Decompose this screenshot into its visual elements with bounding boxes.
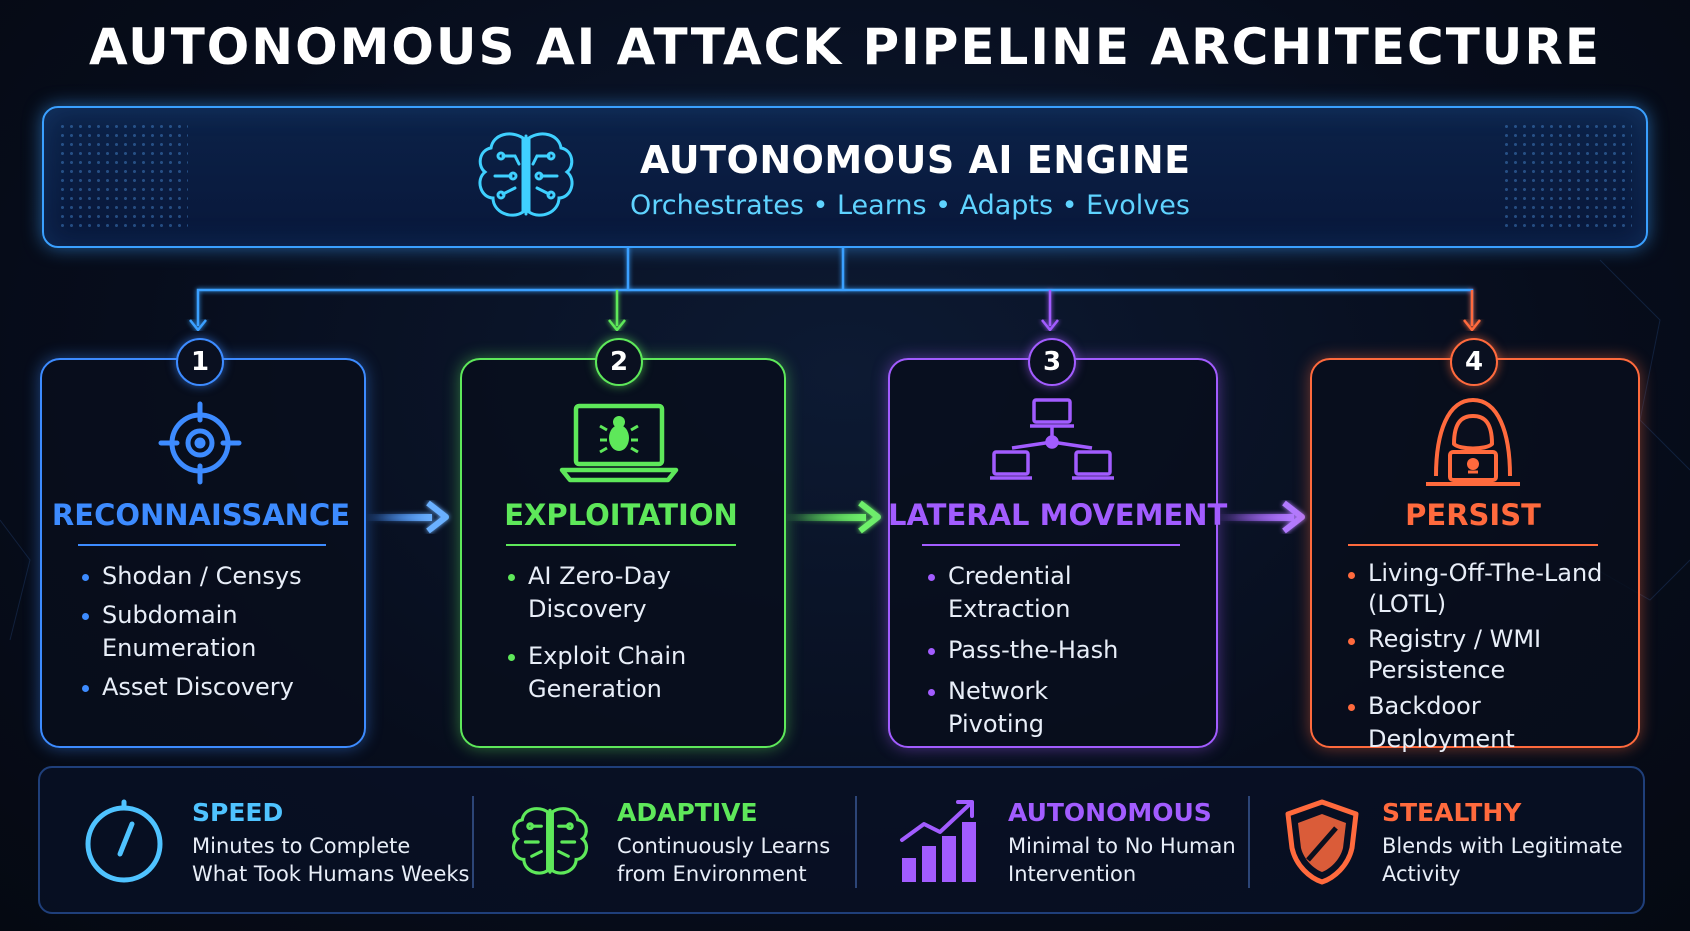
stage-number-badge: 2 (595, 338, 643, 386)
list-item: Asset Discovery (80, 671, 350, 704)
list-item: Backdoor Deployment (1346, 690, 1626, 756)
list-item: Living-Off-The-Land (LOTL) (1346, 558, 1618, 620)
list-item: AI Zero-Day Discovery (506, 560, 706, 626)
divider (472, 796, 474, 888)
laptop-bug-icon (558, 400, 680, 491)
feature-title: STEALTHY (1382, 798, 1522, 827)
stage-title: EXPLOITATION (504, 498, 738, 532)
list-item: Pass-the-Hash (926, 634, 1146, 667)
stopwatch-icon (80, 796, 168, 891)
dot-grid-decoration (58, 122, 188, 232)
title-divider (506, 544, 736, 546)
title-divider (78, 544, 326, 546)
list-item: Shodan / Censys (80, 560, 350, 593)
title-divider (1348, 544, 1598, 546)
brain-circuit-icon (473, 126, 579, 231)
divider (1248, 796, 1250, 888)
hooded-hacker-icon (1420, 392, 1526, 493)
stage-title: PERSIST (1405, 498, 1541, 532)
list-item: Subdomain Enumeration (80, 599, 292, 665)
list-item: Credential Extraction (926, 560, 1088, 626)
stage-number-badge: 3 (1028, 338, 1076, 386)
ai-engine-panel (42, 106, 1648, 248)
bar-chart-trend-icon (898, 796, 984, 891)
feature-title: AUTONOMOUS (1008, 798, 1212, 827)
feature-bar (38, 766, 1645, 914)
stage-number-badge: 4 (1450, 338, 1498, 386)
engine-title: AUTONOMOUS AI ENGINE (640, 138, 1191, 182)
brain-circuit-icon (508, 800, 592, 889)
stage-bullet-list: Credential Extraction Pass-the-Hash Netw… (926, 560, 1146, 741)
stage-title: RECONNAISSANCE (51, 498, 351, 532)
divider (855, 796, 857, 888)
list-item: Registry / WMI Persistence (1346, 624, 1568, 686)
network-computers-icon (990, 396, 1114, 491)
engine-subtitle: Orchestrates • Learns • Adapts • Evolves (630, 190, 1190, 221)
crosshair-target-icon (155, 398, 245, 493)
stage-title: LATERAL MOVEMENT (888, 498, 1228, 532)
title-divider (922, 544, 1180, 546)
dot-grid-decoration (1502, 122, 1632, 232)
stage-bullet-list: Shodan / Censys Subdomain Enumeration As… (80, 560, 350, 704)
feature-title: SPEED (192, 798, 284, 827)
feature-title: ADAPTIVE (617, 798, 758, 827)
stage-bullet-list: Living-Off-The-Land (LOTL) Registry / WM… (1346, 558, 1626, 756)
list-item: Network Pivoting (926, 675, 1146, 741)
shield-slash-icon (1284, 798, 1360, 891)
stage-bullet-list: AI Zero-Day Discovery Exploit Chain Gene… (506, 560, 706, 706)
page-title: AUTONOMOUS AI ATTACK PIPELINE ARCHITECTU… (88, 18, 1602, 76)
stage-number-badge: 1 (176, 338, 224, 386)
list-item: Exploit Chain Generation (506, 640, 706, 706)
